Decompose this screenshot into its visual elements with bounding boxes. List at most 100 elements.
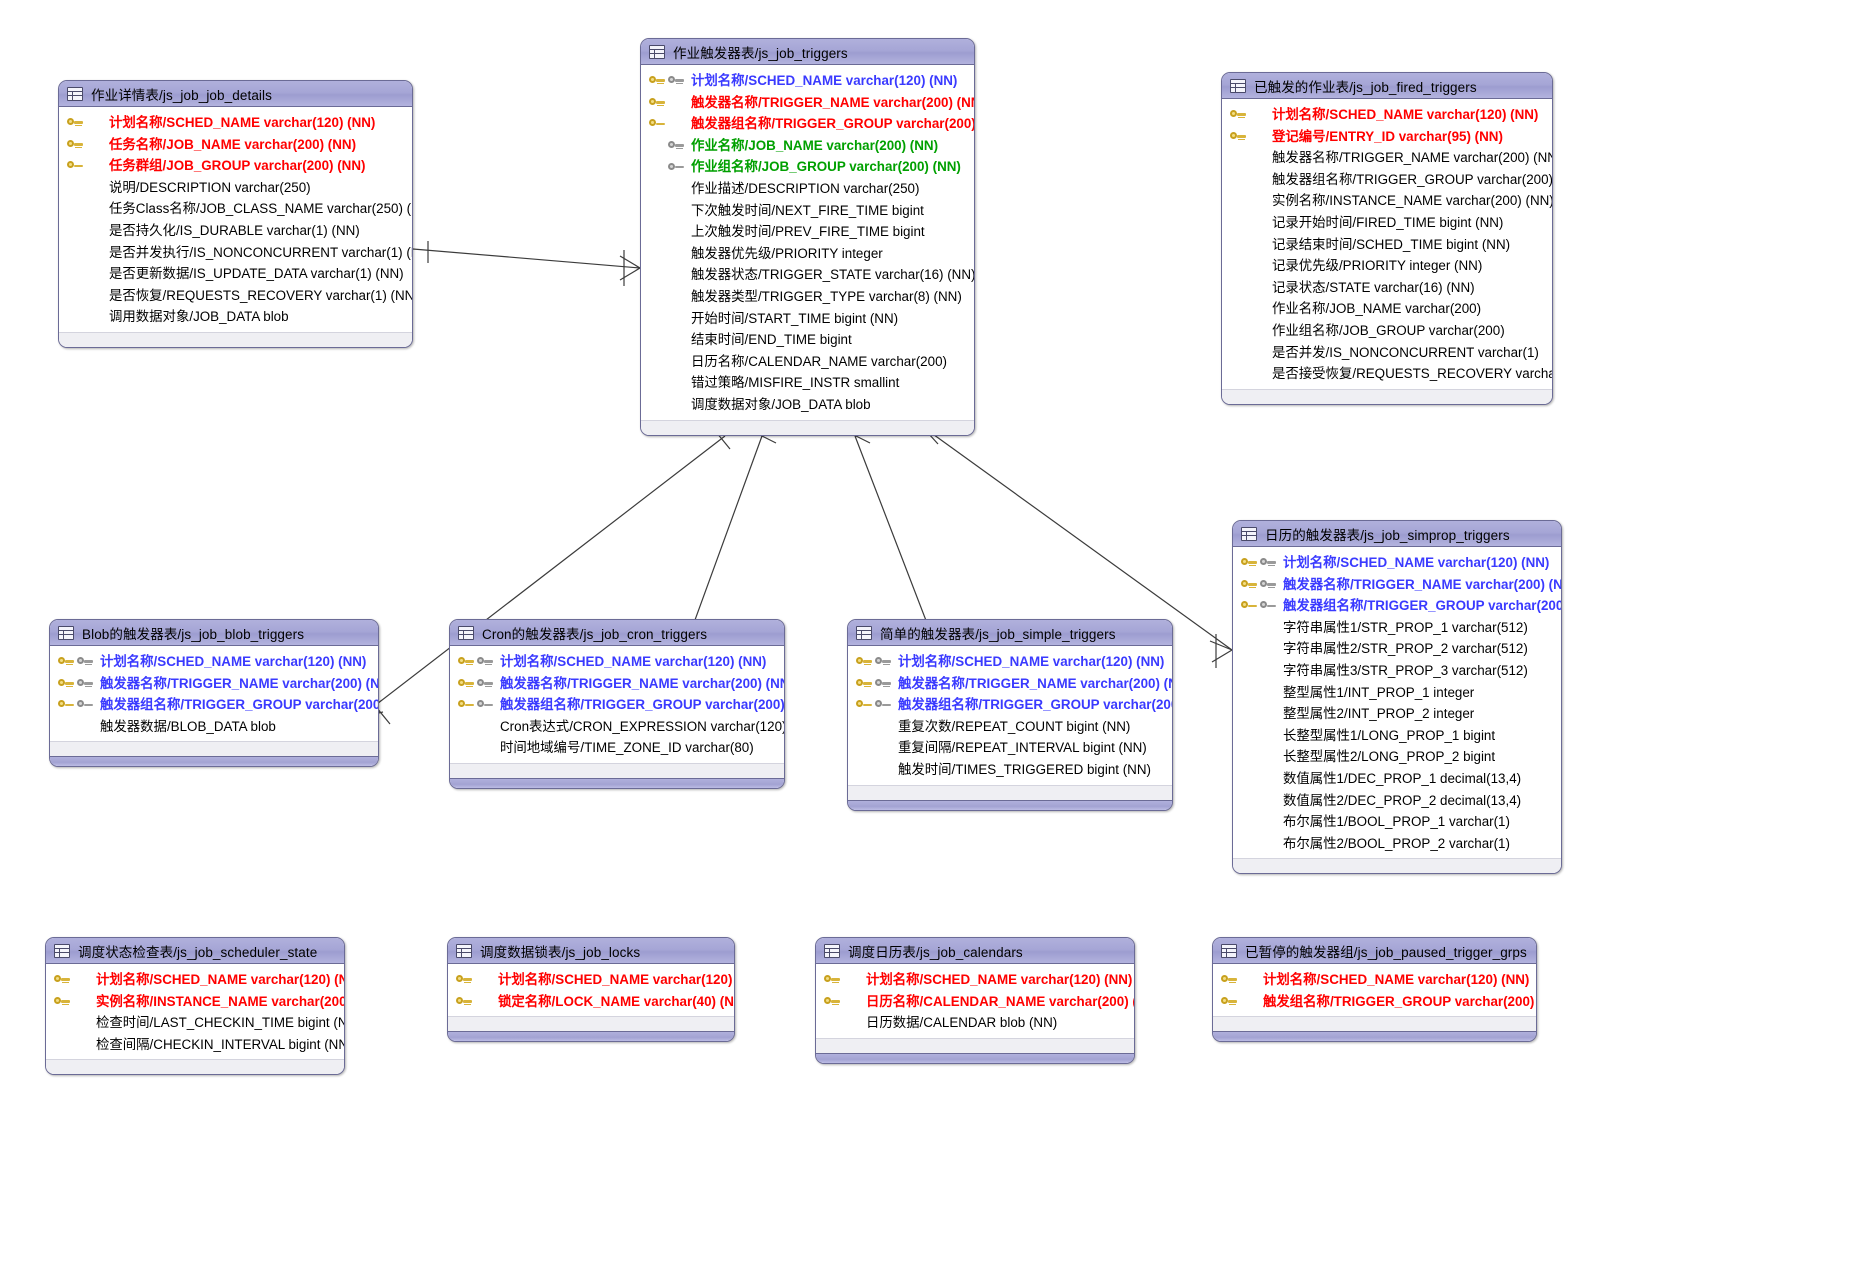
- field-row[interactable]: 触发器名称/TRIGGER_NAME varchar(200) (NN): [1222, 147, 1552, 169]
- field-row[interactable]: 计划名称/SCHED_NAME varchar(120) (NN): [641, 70, 974, 92]
- field-row[interactable]: 说明/DESCRIPTION varchar(250): [59, 177, 412, 199]
- entity-calendars[interactable]: 调度日历表/js_job_calendars 计划名称/SCHED_NAME va…: [815, 937, 1135, 1064]
- field-row[interactable]: 触发组名称/TRIGGER_GROUP varchar(200) (NN): [1213, 991, 1536, 1013]
- entity-job_details[interactable]: 作业详情表/js_job_job_details 计划名称/SCHED_NAME …: [58, 80, 413, 348]
- field-row[interactable]: 数值属性2/DEC_PROP_2 decimal(13,4): [1233, 790, 1561, 812]
- field-row[interactable]: 实例名称/INSTANCE_NAME varchar(200) (NN): [1222, 190, 1552, 212]
- entity-titlebar-calendars[interactable]: 调度日历表/js_job_calendars: [816, 938, 1134, 964]
- field-row[interactable]: 布尔属性1/BOOL_PROP_1 varchar(1): [1233, 811, 1561, 833]
- field-row[interactable]: 上次触发时间/PREV_FIRE_TIME bigint: [641, 221, 974, 243]
- field-row[interactable]: 计划名称/SCHED_NAME varchar(120) (NN): [1222, 104, 1552, 126]
- entity-titlebar-triggers[interactable]: 作业触发器表/js_job_triggers: [641, 39, 974, 65]
- entity-locks[interactable]: 调度数据锁表/js_job_locks 计划名称/SCHED_NAME varch…: [447, 937, 735, 1043]
- field-row[interactable]: 长整型属性1/LONG_PROP_1 bigint: [1233, 725, 1561, 747]
- field-row[interactable]: 计划名称/SCHED_NAME varchar(120) (NN): [1233, 552, 1561, 574]
- field-row[interactable]: 触发器优先级/PRIORITY integer: [641, 243, 974, 265]
- entity-titlebar-fired_triggers[interactable]: 已触发的作业表/js_job_fired_triggers: [1222, 73, 1552, 99]
- field-row[interactable]: 任务名称/JOB_NAME varchar(200) (NN): [59, 134, 412, 156]
- entity-titlebar-scheduler_state[interactable]: 调度状态检查表/js_job_scheduler_state: [46, 938, 344, 964]
- field-row[interactable]: 记录优先级/PRIORITY integer (NN): [1222, 255, 1552, 277]
- entity-blob_triggers[interactable]: Blob的触发器表/js_job_blob_triggers 计划名称/SCHED…: [49, 619, 379, 768]
- field-row[interactable]: 检查时间/LAST_CHECKIN_TIME bigint (NN): [46, 1012, 344, 1034]
- field-row[interactable]: 触发器名称/TRIGGER_NAME varchar(200) (NN): [1233, 574, 1561, 596]
- field-row[interactable]: 触发器状态/TRIGGER_STATE varchar(16) (NN): [641, 264, 974, 286]
- field-row[interactable]: 日历名称/CALENDAR_NAME varchar(200): [641, 351, 974, 373]
- field-row[interactable]: 触发器组名称/TRIGGER_GROUP varchar(200) (NN): [50, 694, 378, 716]
- field-row[interactable]: 字符串属性2/STR_PROP_2 varchar(512): [1233, 638, 1561, 660]
- field-row[interactable]: 触发器类型/TRIGGER_TYPE varchar(8) (NN): [641, 286, 974, 308]
- field-row[interactable]: 触发器数据/BLOB_DATA blob: [50, 716, 378, 738]
- field-row[interactable]: 字符串属性1/STR_PROP_1 varchar(512): [1233, 617, 1561, 639]
- field-row[interactable]: 计划名称/SCHED_NAME varchar(120) (NN): [1213, 969, 1536, 991]
- field-row[interactable]: 调用数据对象/JOB_DATA blob: [59, 306, 412, 328]
- field-row[interactable]: 计划名称/SCHED_NAME varchar(120) (NN): [816, 969, 1134, 991]
- field-row[interactable]: 触发时间/TIMES_TRIGGERED bigint (NN): [848, 759, 1172, 781]
- entity-cron_triggers[interactable]: Cron的触发器表/js_job_cron_triggers 计划名称/SCHED…: [449, 619, 785, 789]
- field-row[interactable]: 计划名称/SCHED_NAME varchar(120) (NN): [448, 969, 734, 991]
- field-row[interactable]: 字符串属性3/STR_PROP_3 varchar(512): [1233, 660, 1561, 682]
- field-row[interactable]: 记录开始时间/FIRED_TIME bigint (NN): [1222, 212, 1552, 234]
- field-row[interactable]: 计划名称/SCHED_NAME varchar(120) (NN): [450, 651, 784, 673]
- field-row[interactable]: 任务群组/JOB_GROUP varchar(200) (NN): [59, 155, 412, 177]
- field-row[interactable]: 锁定名称/LOCK_NAME varchar(40) (NN): [448, 991, 734, 1013]
- field-row[interactable]: 下次触发时间/NEXT_FIRE_TIME bigint: [641, 200, 974, 222]
- field-row[interactable]: 计划名称/SCHED_NAME varchar(120) (NN): [848, 651, 1172, 673]
- field-row[interactable]: Cron表达式/CRON_EXPRESSION varchar(120) (NN…: [450, 716, 784, 738]
- field-row[interactable]: 结束时间/END_TIME bigint: [641, 329, 974, 351]
- field-row[interactable]: 作业组名称/JOB_GROUP varchar(200) (NN): [641, 156, 974, 178]
- field-row[interactable]: 作业名称/JOB_NAME varchar(200): [1222, 298, 1552, 320]
- field-row[interactable]: 触发器名称/TRIGGER_NAME varchar(200) (NN): [50, 673, 378, 695]
- field-row[interactable]: 计划名称/SCHED_NAME varchar(120) (NN): [46, 969, 344, 991]
- field-row[interactable]: 调度数据对象/JOB_DATA blob: [641, 394, 974, 416]
- field-row[interactable]: 触发器组名称/TRIGGER_GROUP varchar(200) (NN): [641, 113, 974, 135]
- field-row[interactable]: 记录结束时间/SCHED_TIME bigint (NN): [1222, 234, 1552, 256]
- field-row[interactable]: 重复次数/REPEAT_COUNT bigint (NN): [848, 716, 1172, 738]
- field-row[interactable]: 日历数据/CALENDAR blob (NN): [816, 1012, 1134, 1034]
- field-row[interactable]: 作业描述/DESCRIPTION varchar(250): [641, 178, 974, 200]
- field-row[interactable]: 是否并发/IS_NONCONCURRENT varchar(1): [1222, 342, 1552, 364]
- field-row[interactable]: 触发器组名称/TRIGGER_GROUP varchar(200) (NN): [1233, 595, 1561, 617]
- entity-titlebar-paused_trigger_grps[interactable]: 已暂停的触发器组/js_job_paused_trigger_grps: [1213, 938, 1536, 964]
- field-row[interactable]: 开始时间/START_TIME bigint (NN): [641, 308, 974, 330]
- entity-titlebar-simprop_triggers[interactable]: 日历的触发器表/js_job_simprop_triggers: [1233, 521, 1561, 547]
- field-row[interactable]: 登记编号/ENTRY_ID varchar(95) (NN): [1222, 126, 1552, 148]
- entity-triggers[interactable]: 作业触发器表/js_job_triggers 计划名称/SCHED_NAME va…: [640, 38, 975, 436]
- entity-fired_triggers[interactable]: 已触发的作业表/js_job_fired_triggers 计划名称/SCHED_…: [1221, 72, 1553, 405]
- field-row[interactable]: 触发器名称/TRIGGER_NAME varchar(200) (NN): [641, 92, 974, 114]
- entity-titlebar-blob_triggers[interactable]: Blob的触发器表/js_job_blob_triggers: [50, 620, 378, 646]
- field-row[interactable]: 触发器组名称/TRIGGER_GROUP varchar(200) (NN): [450, 694, 784, 716]
- field-row[interactable]: 触发器名称/TRIGGER_NAME varchar(200) (NN): [450, 673, 784, 695]
- field-row[interactable]: 计划名称/SCHED_NAME varchar(120) (NN): [59, 112, 412, 134]
- field-row[interactable]: 整型属性2/INT_PROP_2 integer: [1233, 703, 1561, 725]
- field-row[interactable]: 日历名称/CALENDAR_NAME varchar(200) (NN): [816, 991, 1134, 1013]
- field-row[interactable]: 作业名称/JOB_NAME varchar(200) (NN): [641, 135, 974, 157]
- field-row[interactable]: 整型属性1/INT_PROP_1 integer: [1233, 682, 1561, 704]
- entity-titlebar-simple_triggers[interactable]: 简单的触发器表/js_job_simple_triggers: [848, 620, 1172, 646]
- field-row[interactable]: 时间地域编号/TIME_ZONE_ID varchar(80): [450, 737, 784, 759]
- entity-titlebar-locks[interactable]: 调度数据锁表/js_job_locks: [448, 938, 734, 964]
- field-row[interactable]: 是否恢复/REQUESTS_RECOVERY varchar(1) (NN): [59, 285, 412, 307]
- entity-paused_trigger_grps[interactable]: 已暂停的触发器组/js_job_paused_trigger_grps 计划名称/…: [1212, 937, 1537, 1043]
- field-row[interactable]: 是否接受恢复/REQUESTS_RECOVERY varchar(1): [1222, 363, 1552, 385]
- field-row[interactable]: 记录状态/STATE varchar(16) (NN): [1222, 277, 1552, 299]
- entity-scheduler_state[interactable]: 调度状态检查表/js_job_scheduler_state 计划名称/SCHED…: [45, 937, 345, 1076]
- field-row[interactable]: 触发器组名称/TRIGGER_GROUP varchar(200) (NN): [848, 694, 1172, 716]
- field-row[interactable]: 计划名称/SCHED_NAME varchar(120) (NN): [50, 651, 378, 673]
- entity-simprop_triggers[interactable]: 日历的触发器表/js_job_simprop_triggers 计划名称/SCHE…: [1232, 520, 1562, 875]
- entity-titlebar-cron_triggers[interactable]: Cron的触发器表/js_job_cron_triggers: [450, 620, 784, 646]
- field-row[interactable]: 是否更新数据/IS_UPDATE_DATA varchar(1) (NN): [59, 263, 412, 285]
- field-row[interactable]: 作业组名称/JOB_GROUP varchar(200): [1222, 320, 1552, 342]
- field-row[interactable]: 是否持久化/IS_DURABLE varchar(1) (NN): [59, 220, 412, 242]
- field-row[interactable]: 布尔属性2/BOOL_PROP_2 varchar(1): [1233, 833, 1561, 855]
- field-row[interactable]: 是否并发执行/IS_NONCONCURRENT varchar(1) (NN): [59, 242, 412, 264]
- entity-simple_triggers[interactable]: 简单的触发器表/js_job_simple_triggers 计划名称/SCHED…: [847, 619, 1173, 811]
- field-row[interactable]: 触发器名称/TRIGGER_NAME varchar(200) (NN): [848, 673, 1172, 695]
- field-row[interactable]: 重复间隔/REPEAT_INTERVAL bigint (NN): [848, 737, 1172, 759]
- field-row[interactable]: 任务Class名称/JOB_CLASS_NAME varchar(250) (N…: [59, 198, 412, 220]
- entity-titlebar-job_details[interactable]: 作业详情表/js_job_job_details: [59, 81, 412, 107]
- field-row[interactable]: 检查间隔/CHECKIN_INTERVAL bigint (NN): [46, 1034, 344, 1056]
- field-row[interactable]: 长整型属性2/LONG_PROP_2 bigint: [1233, 746, 1561, 768]
- field-row[interactable]: 错过策略/MISFIRE_INSTR smallint: [641, 372, 974, 394]
- field-row[interactable]: 触发器组名称/TRIGGER_GROUP varchar(200) (NN): [1222, 169, 1552, 191]
- field-row[interactable]: 实例名称/INSTANCE_NAME varchar(200) (NN): [46, 991, 344, 1013]
